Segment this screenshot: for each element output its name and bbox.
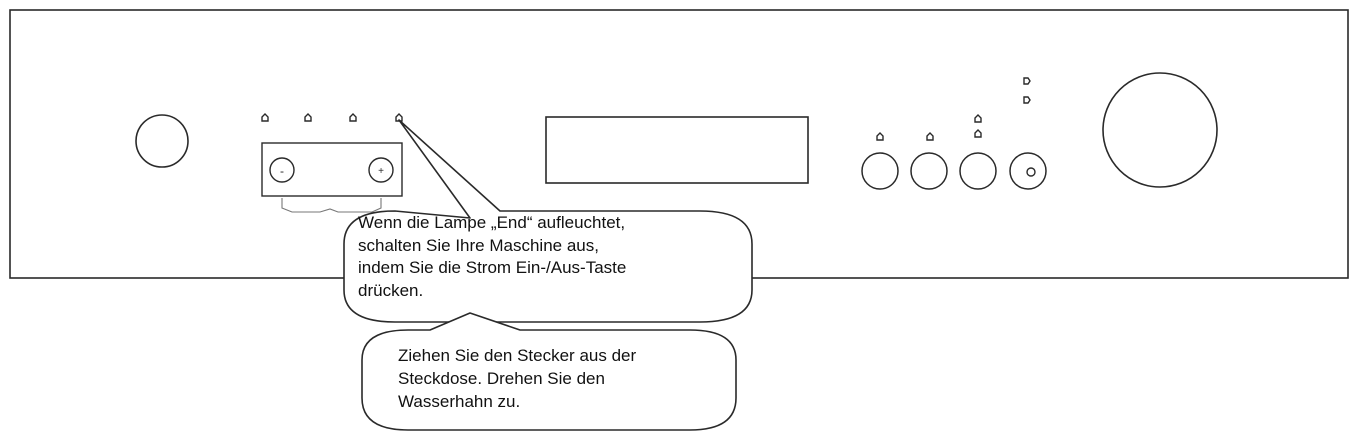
- module-bracket-line: [281, 198, 382, 213]
- indicator-lamp-8: [974, 129, 982, 138]
- power-button[interactable]: [135, 114, 189, 168]
- callout-line: Wasserhahn zu.: [398, 392, 521, 411]
- start-button[interactable]: [1009, 152, 1047, 190]
- end-indicator-lamp: [395, 113, 403, 122]
- callout-line: schalten Sie Ihre Maschine aus,: [358, 235, 599, 255]
- option-button-2[interactable]: [910, 152, 948, 190]
- indicator-lamp-5: [876, 132, 884, 141]
- option-button-1[interactable]: [861, 152, 899, 190]
- callout-line: drücken.: [358, 280, 424, 300]
- unplug-callout-text: Ziehen Sie den Stecker aus der Steckdose…: [398, 344, 636, 413]
- end-lamp-callout-text: Wenn die Lampe „End“ aufleuchtet, schalt…: [358, 212, 626, 302]
- indicator-lamp-2: [304, 113, 312, 122]
- callout-line: Steckdose. Drehen Sie den: [398, 369, 605, 388]
- start-button-led-icon: [1026, 167, 1036, 177]
- indicator-lamp-10: [1023, 96, 1031, 104]
- minus-button[interactable]: [269, 157, 295, 183]
- indicator-lamp-7: [974, 114, 982, 123]
- callout-line: Ziehen Sie den Stecker aus der: [398, 346, 637, 365]
- indicator-lamp-9: [1023, 77, 1031, 85]
- plus-button-glyph: +: [378, 166, 384, 177]
- end-lamp-callout-bubble: [343, 119, 753, 323]
- callout-line: Wenn die Lampe „End“ aufleuchtet,: [358, 213, 626, 232]
- callout-line: indem Sie die Strom Ein-/Aus-Taste: [358, 258, 627, 277]
- program-selector-module: [261, 142, 403, 197]
- unplug-callout-bubble: [361, 312, 737, 431]
- program-dial[interactable]: [1102, 72, 1218, 188]
- indicator-lamp-6: [926, 132, 934, 141]
- plus-button[interactable]: [368, 157, 394, 183]
- indicator-lamp-1: [261, 113, 269, 122]
- indicator-lamp-3: [349, 113, 357, 122]
- display-window: [545, 116, 809, 184]
- minus-button-glyph: -: [280, 164, 284, 178]
- option-button-3[interactable]: [959, 152, 997, 190]
